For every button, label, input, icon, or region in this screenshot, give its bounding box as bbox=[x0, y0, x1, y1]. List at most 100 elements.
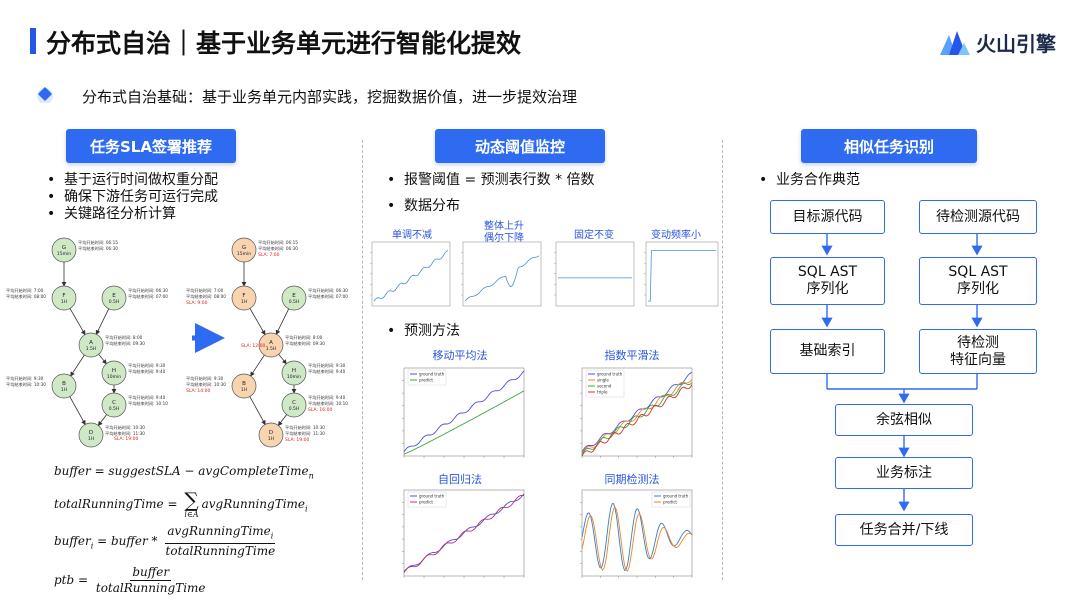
title-accent-bar bbox=[30, 28, 36, 54]
box-ast-left: SQL AST 序列化 bbox=[770, 257, 885, 305]
dag-right-node-sub-F: 1H bbox=[241, 299, 247, 305]
ma-predict bbox=[403, 390, 525, 455]
method-legend-3-label-1: predict bbox=[663, 500, 677, 505]
formula-bi-mid: = buffer * bbox=[93, 534, 162, 549]
dag-left-node-sub-G: 15min bbox=[57, 251, 71, 257]
dag-right-node-D bbox=[258, 422, 284, 448]
section-dynamic-threshold: 动态阈值监控 bbox=[435, 129, 605, 163]
box-cosine-similarity: 余弦相似 bbox=[835, 404, 973, 436]
dag-left-node-H bbox=[101, 360, 127, 386]
distribution-mini-charts bbox=[370, 241, 719, 307]
dag-right-node-id-G: G bbox=[242, 245, 246, 251]
dag-left-edge-AH bbox=[98, 354, 107, 365]
formula-bi-num-sub: i bbox=[270, 531, 274, 541]
dag-left-node-D bbox=[78, 422, 104, 448]
dag-right-node-id-E: E bbox=[292, 293, 296, 299]
dag-left-note2-A: 平均结束时间: 09:30 bbox=[105, 340, 145, 347]
logo-text: 火山引擎 bbox=[976, 31, 1056, 56]
dist-label-3: 变动频率小 bbox=[651, 230, 701, 241]
dag-left-note2-B: 平均结束时间: 10:30 bbox=[6, 381, 46, 388]
dag-right-sla-B: SLA: 14:00 bbox=[186, 388, 211, 394]
dag-left-node-sub-D: 1H bbox=[88, 436, 94, 442]
dag-left-node-sub-A: 1.5H bbox=[86, 346, 97, 352]
dag-left-note1-F: 平均开始时间: 7:00 bbox=[6, 287, 44, 294]
es-ground-truth bbox=[581, 372, 693, 452]
dag-left-note1-D: 平均开始时间: 10:30 bbox=[105, 424, 145, 431]
right-bullet-list: 业务合作典范 bbox=[756, 172, 860, 189]
method-legend-0-label-0: ground truth bbox=[419, 372, 445, 377]
box-base-index: 基础索引 bbox=[770, 329, 885, 374]
dag-left-node-id-A: A bbox=[89, 340, 93, 346]
dag-left-node-id-E: E bbox=[112, 293, 116, 299]
predict-bullet-list: 预测方法 bbox=[384, 323, 460, 340]
formula-bi-lhs: buffer bbox=[54, 534, 91, 549]
dist-label-2: 固定不变 bbox=[574, 230, 614, 241]
dag-right-sla-D: SLA: 19:00 bbox=[285, 437, 310, 443]
dag-right-node-id-A: A bbox=[269, 340, 273, 346]
predict-bullet: 预测方法 bbox=[384, 323, 460, 340]
dag-right-sla-G: SLA: 7:00 bbox=[258, 252, 280, 258]
dag-right-note1-D: 平均开始时间: 10:30 bbox=[285, 424, 325, 431]
brand-logo: 火山引擎 bbox=[940, 24, 1060, 60]
column-divider-right bbox=[722, 140, 723, 580]
formula-ptb-den: totalRunningTime bbox=[95, 581, 206, 595]
dag-right-note1-H: 平均开始时间: 9:30 bbox=[308, 362, 346, 369]
section-similar-task: 相似任务识别 bbox=[801, 129, 977, 163]
dag-left-node-id-D: D bbox=[89, 430, 93, 436]
left-bullet-1: 确保下游任务可运行完成 bbox=[44, 189, 218, 206]
dist-chart-0 bbox=[370, 241, 451, 307]
dag-left-edge-BD bbox=[69, 396, 86, 426]
dag-left-sla-D: SLA: 19:00 bbox=[114, 436, 139, 442]
dag-left-node-sub-B: 1H bbox=[61, 387, 67, 393]
method-legend-1-label-1: single bbox=[597, 378, 609, 383]
dag-left-node-C bbox=[101, 392, 127, 418]
dag-right-sla-A: SLA: 12:00 bbox=[241, 343, 266, 349]
dag-right-node-sub-G: 15min bbox=[237, 251, 251, 257]
box-check-vector: 待检测 特征向量 bbox=[919, 329, 1037, 374]
es-second bbox=[581, 382, 693, 455]
dag-left-node-id-F: F bbox=[62, 293, 65, 299]
dag-right-node-sub-E: 0.5H bbox=[289, 299, 300, 305]
dag-left-edge-AB bbox=[70, 354, 85, 377]
formula-ptb-num: buffer bbox=[130, 565, 172, 581]
dag-right-node-id-F: F bbox=[242, 293, 245, 299]
formula-total-lhs: totalRunningTime = bbox=[54, 497, 182, 511]
dag-right-edge-AB bbox=[250, 354, 265, 377]
mid-bullet-1: 数据分布 bbox=[384, 198, 595, 215]
dag-left-note1-A: 平均开始时间: 8:00 bbox=[105, 334, 143, 341]
dist-chart-frame-3 bbox=[645, 241, 719, 307]
dag-left-note1-E: 平均开始时间: 06:30 bbox=[128, 287, 168, 294]
dag-left-node-E bbox=[101, 285, 127, 311]
formula-ptb-lhs: ptb = bbox=[54, 573, 92, 587]
method-legend-2 bbox=[407, 491, 447, 508]
dist-chart-line-0 bbox=[373, 250, 449, 302]
dag-left-note2-C: 平均结束时间: 10:10 bbox=[128, 400, 168, 407]
dag-right-node-id-B: B bbox=[242, 381, 246, 387]
section-sla-recommend: 任务SLA签署推荐 bbox=[66, 129, 236, 163]
dag-left-node-id-B: B bbox=[62, 381, 66, 387]
dag-right-note1-B: 平均开始时间: 9:30 bbox=[186, 375, 224, 382]
box-task-merge: 任务合并/下线 bbox=[835, 514, 973, 546]
dist-chart-frame-1 bbox=[462, 241, 542, 307]
dag-right-node-E bbox=[281, 285, 307, 311]
dag-left-edge-FA bbox=[69, 308, 86, 336]
dag-left-note2-G: 平均结束时间: 06:30 bbox=[78, 245, 118, 252]
formula-buffer-sub: n bbox=[308, 471, 314, 481]
dag-right-note2-B: 平均结束时间: 10:30 bbox=[186, 381, 226, 388]
dist-label-0: 单调不减 bbox=[392, 230, 432, 241]
flow-arrows bbox=[821, 232, 983, 512]
box-check-source: 待检测源代码 bbox=[919, 200, 1037, 234]
dist-chart-line-3 bbox=[648, 250, 716, 302]
dag-right-note1-E: 平均开始时间: 06:30 bbox=[308, 287, 348, 294]
dag-right-note2-D: 平均结束时间: 11:30 bbox=[285, 430, 325, 437]
sum-sub: i∈A bbox=[184, 510, 199, 519]
method-legend-0 bbox=[407, 369, 447, 386]
